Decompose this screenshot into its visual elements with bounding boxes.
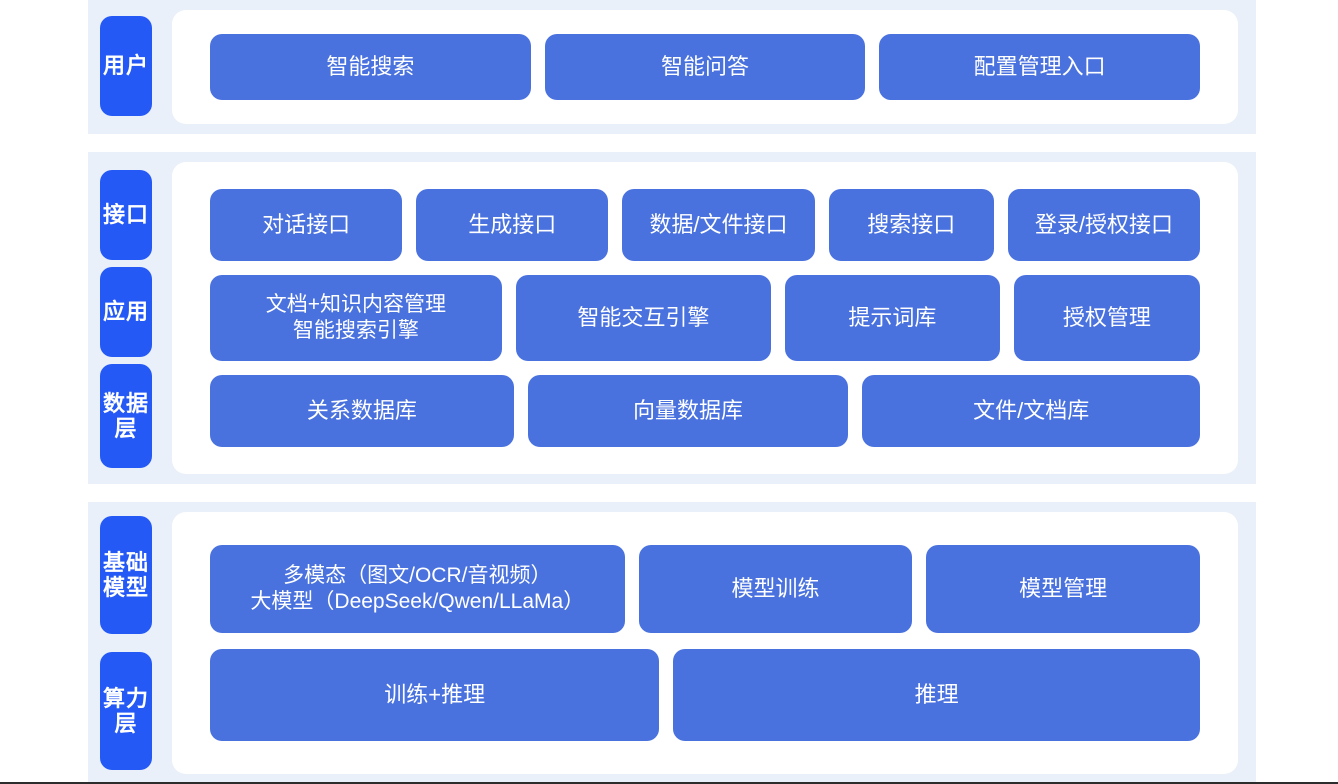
cell-vector-database[interactable]: 向量数据库 — [527, 375, 849, 447]
cell-document-knowledge-content-management[interactable]: 文档+知识内容管理 智能搜索引擎 — [210, 275, 502, 361]
layer-band-middle: 接口 应用 数据层 对话接口 生成接口 数据/文件接口 搜索接口 登录/授权接口… — [88, 152, 1256, 484]
bottom-rule — [0, 782, 1338, 784]
layer-label-foundation-model: 基础模型 — [100, 516, 152, 634]
cell-search-api[interactable]: 搜索接口 — [828, 189, 994, 261]
panel-user: 智能搜索 智能问答 配置管理入口 — [172, 10, 1238, 124]
user-entry-row: 智能搜索 智能问答 配置管理入口 — [210, 34, 1201, 100]
cell-data-file-api[interactable]: 数据/文件接口 — [622, 189, 815, 261]
cell-authorization-management[interactable]: 授权管理 — [1013, 275, 1200, 361]
cell-inference[interactable]: 推理 — [673, 649, 1200, 741]
cell-smart-search[interactable]: 智能搜索 — [210, 34, 531, 100]
label-strip-user: 用户 — [88, 0, 164, 134]
cell-dialogue-api[interactable]: 对话接口 — [210, 189, 403, 261]
layer-label-compute: 算力层 — [100, 652, 152, 770]
foundation-model-row: 多模态（图文/OCR/音视频） 大模型（DeepSeek/Qwen/LLaMa）… — [210, 545, 1200, 633]
cell-file-document-store[interactable]: 文件/文档库 — [862, 375, 1200, 447]
layer-band-infra: 基础模型 算力层 多模态（图文/OCR/音视频） 大模型（DeepSeek/Qw… — [88, 502, 1256, 784]
cell-config-management-entry[interactable]: 配置管理入口 — [879, 34, 1201, 100]
cell-multimodal-large-model[interactable]: 多模态（图文/OCR/音视频） 大模型（DeepSeek/Qwen/LLaMa） — [210, 545, 625, 633]
cell-login-auth-api[interactable]: 登录/授权接口 — [1007, 189, 1200, 261]
interface-row: 对话接口 生成接口 数据/文件接口 搜索接口 登录/授权接口 — [210, 189, 1200, 261]
cell-prompt-library[interactable]: 提示词库 — [785, 275, 1000, 361]
label-strip-middle: 接口 应用 数据层 — [88, 152, 164, 484]
label-strip-infra: 基础模型 算力层 — [88, 502, 164, 784]
layer-label-data: 数据层 — [100, 364, 152, 468]
application-row: 文档+知识内容管理 智能搜索引擎 智能交互引擎 提示词库 授权管理 — [210, 275, 1200, 361]
cell-generation-api[interactable]: 生成接口 — [416, 189, 609, 261]
data-row: 关系数据库 向量数据库 文件/文档库 — [210, 375, 1200, 447]
cell-smart-interaction-engine[interactable]: 智能交互引擎 — [515, 275, 771, 361]
panel-infra: 多模态（图文/OCR/音视频） 大模型（DeepSeek/Qwen/LLaMa）… — [172, 512, 1238, 774]
layer-label-application: 应用 — [100, 267, 152, 357]
cell-smart-qa[interactable]: 智能问答 — [544, 34, 866, 100]
layer-label-interface: 接口 — [100, 170, 152, 260]
cell-model-management[interactable]: 模型管理 — [926, 545, 1200, 633]
cell-model-training[interactable]: 模型训练 — [638, 545, 913, 633]
cell-training-plus-inference[interactable]: 训练+推理 — [210, 649, 660, 741]
panel-middle: 对话接口 生成接口 数据/文件接口 搜索接口 登录/授权接口 文档+知识内容管理… — [172, 162, 1238, 474]
layer-band-user: 用户 智能搜索 智能问答 配置管理入口 — [88, 0, 1256, 134]
layer-label-user: 用户 — [100, 16, 152, 116]
cell-relational-database[interactable]: 关系数据库 — [210, 375, 514, 447]
compute-row: 训练+推理 推理 — [210, 649, 1200, 741]
